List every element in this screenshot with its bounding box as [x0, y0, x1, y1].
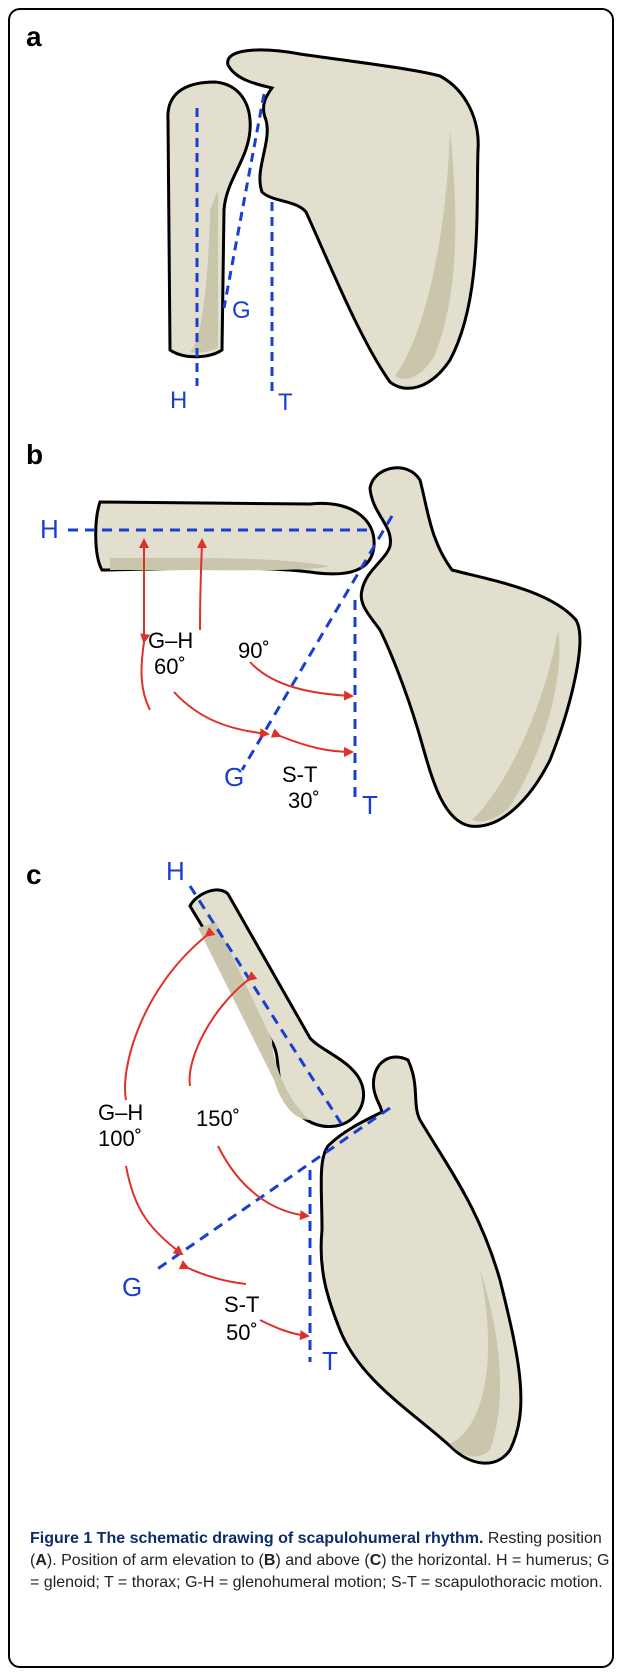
gh-value: 100˚ — [98, 1126, 142, 1151]
caption-text-4: ) the horizontal. H = humerus; G = gleno… — [30, 1552, 610, 1591]
arc-gh — [140, 633, 151, 711]
arc-st — [270, 728, 354, 757]
scapula-shade — [395, 130, 456, 379]
caption-text-2: ). Position of arm elevation to ( — [46, 1552, 264, 1569]
arc-gh-lower — [173, 691, 270, 739]
gh-name: G–H — [148, 628, 193, 653]
label-g: G — [232, 297, 251, 324]
arc-total — [196, 538, 207, 631]
label-h: H — [166, 856, 185, 886]
label-h: H — [170, 387, 187, 414]
humerus — [94, 500, 376, 576]
caption-title: Figure 1 The schematic drawing of scapul… — [30, 1530, 484, 1547]
scapula-shade — [472, 630, 560, 822]
scapula — [319, 1055, 523, 1465]
panel-b-letter: b — [26, 439, 43, 470]
humerus-shade — [110, 557, 330, 571]
st-name: S-T — [282, 762, 317, 787]
total-value: 90˚ — [238, 638, 270, 663]
arc-gh — [124, 927, 216, 1101]
figure-caption: Figure 1 The schematic drawing of scapul… — [30, 1528, 610, 1594]
humerus-axis-line — [188, 885, 346, 1129]
panel-c: c G–H 100˚ 150˚ S-T 50˚ H G T — [26, 856, 523, 1465]
humerus-shade — [190, 190, 218, 353]
caption-text-3: ) and above ( — [275, 1552, 370, 1569]
st-name: S-T — [224, 1292, 259, 1317]
caption-text-1: Resting position ( — [30, 1530, 602, 1569]
panel-a: a H G T — [26, 21, 480, 416]
arc-gh-lower — [125, 1165, 184, 1256]
panel-a-letter: a — [26, 21, 42, 52]
scapula-shade — [450, 1270, 501, 1457]
arc-total-lower — [249, 661, 354, 701]
glenoid-line — [240, 515, 394, 771]
label-t: T — [362, 790, 378, 820]
arc-total — [188, 971, 258, 1087]
st-value: 30˚ — [288, 788, 320, 813]
arc-st-lower — [259, 1319, 310, 1341]
label-h: H — [40, 514, 59, 544]
panel-b: b G–H 60˚ 90˚ S-T 30˚ H G T — [26, 439, 582, 828]
caption-ref-b: B — [263, 1552, 276, 1569]
glenoid-line — [155, 1106, 391, 1272]
scapula — [226, 48, 480, 390]
panel-c-letter: c — [26, 859, 42, 890]
scapula — [359, 466, 582, 828]
st-value: 50˚ — [226, 1320, 258, 1345]
humerus-shade — [198, 922, 310, 1120]
gh-name: G–H — [98, 1100, 143, 1125]
label-t: T — [322, 1346, 338, 1376]
glenoid-line — [222, 93, 266, 309]
label-g: G — [122, 1272, 142, 1302]
figure-frame: a H G T b G–H 60˚ 90˚ — [8, 8, 614, 1668]
arc-st — [178, 1260, 247, 1285]
arc-total-lower — [217, 1145, 310, 1221]
label-t: T — [278, 389, 293, 416]
total-value: 150˚ — [196, 1106, 240, 1131]
caption-ref-a: A — [35, 1552, 47, 1569]
caption-ref-c: C — [369, 1552, 382, 1569]
gh-value: 60˚ — [154, 654, 186, 679]
label-g: G — [224, 762, 244, 792]
humerus — [166, 80, 252, 359]
